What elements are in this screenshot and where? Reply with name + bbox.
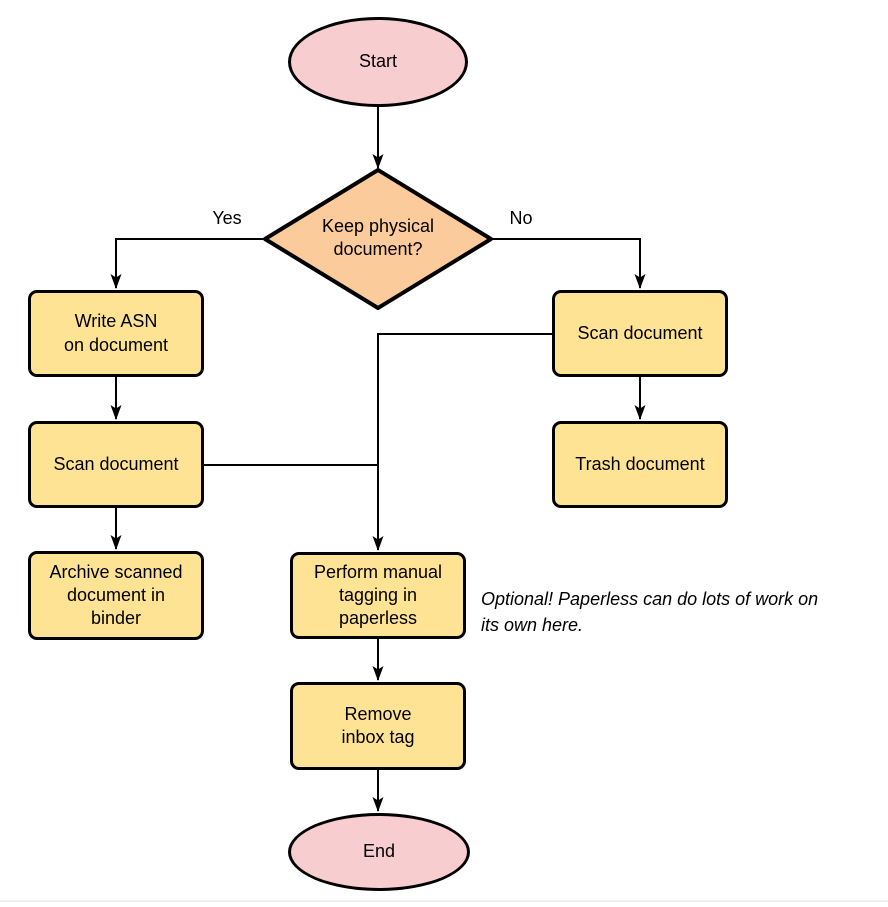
edge-label-yes: Yes <box>212 208 242 228</box>
page-bottom-divider <box>0 900 888 902</box>
node-remove-inbox-tag: Remove inbox tag <box>290 682 466 770</box>
optional-note: Optional! Paperless can do lots of work … <box>481 589 819 636</box>
edge-decision-yes <box>110 238 266 289</box>
edge-scanright-to-tagging <box>372 333 552 551</box>
node-scan-document-right: Scan document <box>552 290 728 377</box>
node-end: End <box>288 813 470 891</box>
edge-decision-no <box>490 238 646 289</box>
node-scan-document-left: Scan document <box>28 421 204 508</box>
node-write-asn: Write ASN on document <box>28 290 204 377</box>
node-start: Start <box>288 17 468 107</box>
edge-label-no: No <box>509 208 533 228</box>
node-archive-binder: Archive scanned document in binder <box>28 551 204 640</box>
node-manual-tagging: Perform manual tagging in paperless <box>290 552 466 639</box>
decision-diamond-shape <box>263 168 493 310</box>
node-trash-document: Trash document <box>552 421 728 508</box>
node-decision-label: Keep physical document? <box>321 216 435 259</box>
